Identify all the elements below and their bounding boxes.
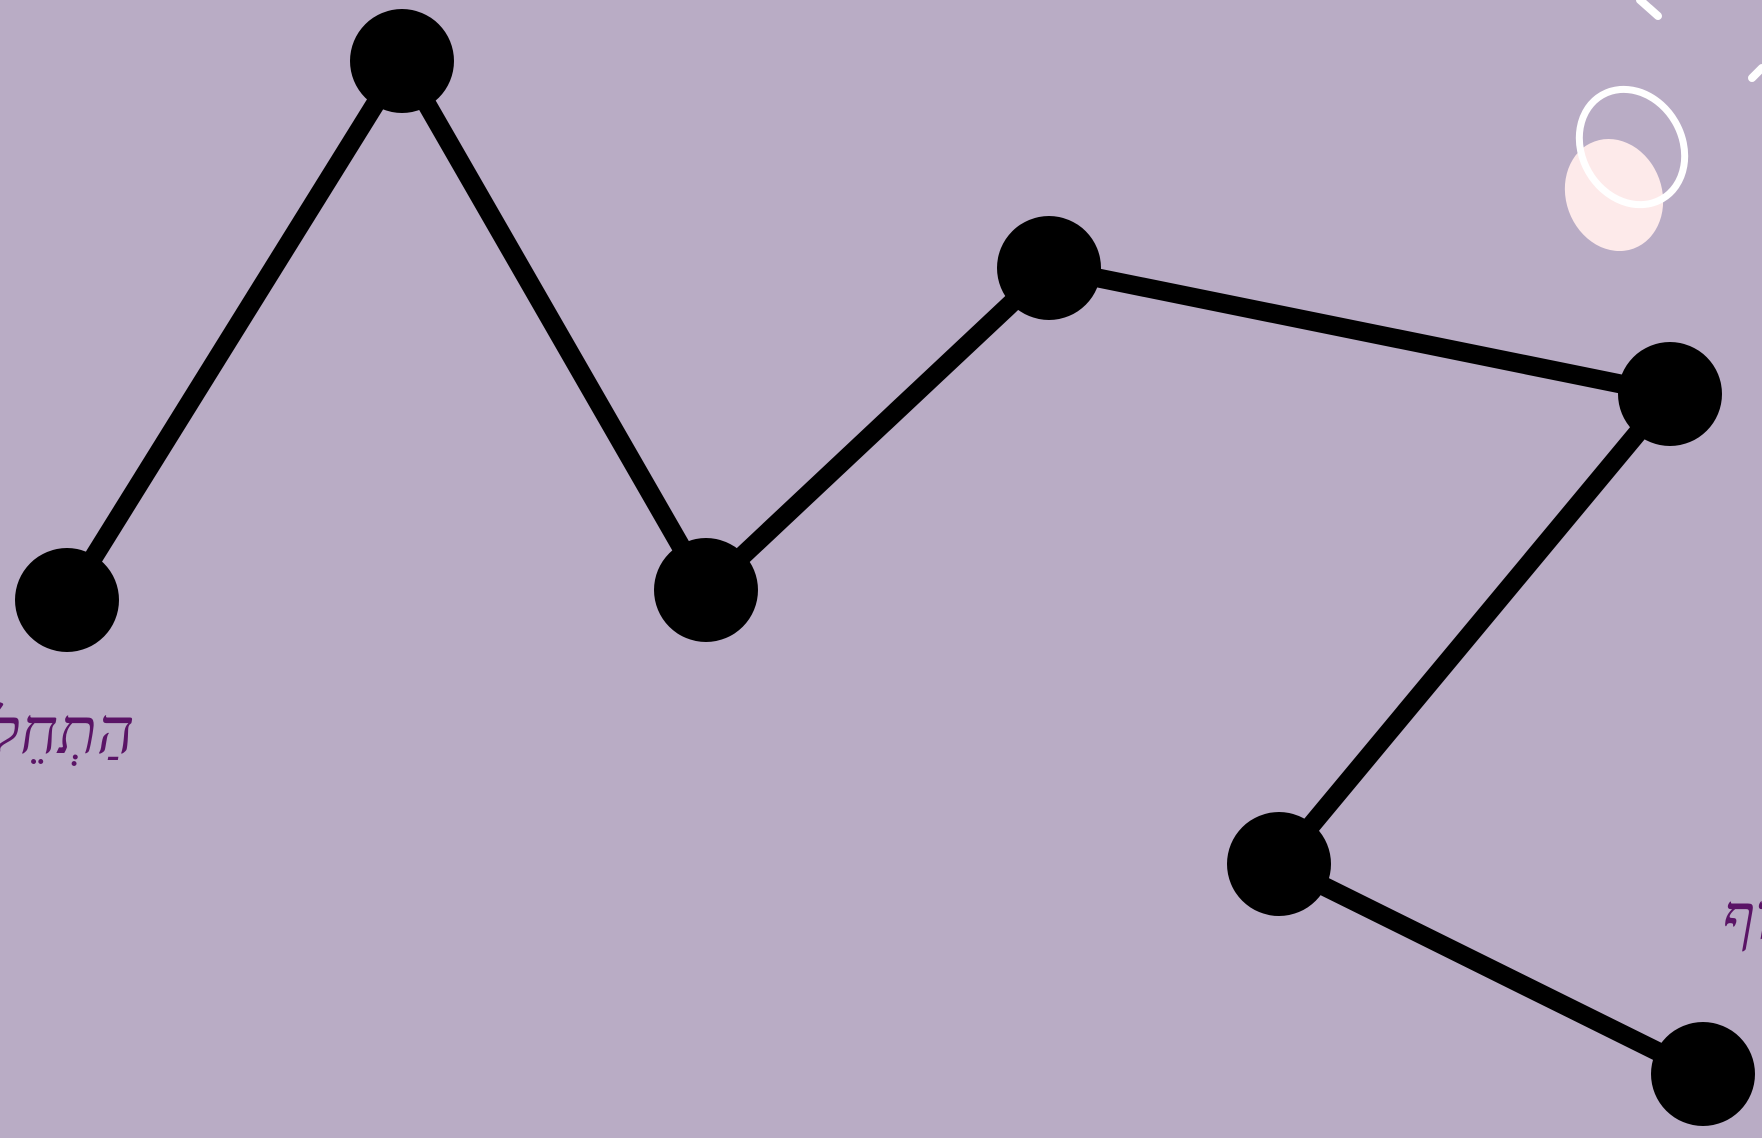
path-node-5[interactable] — [1618, 342, 1722, 446]
path-node-6[interactable] — [1227, 812, 1331, 916]
path-node-4[interactable] — [997, 216, 1101, 320]
start-label: הַתְחֵל — [0, 700, 134, 764]
path-segment — [402, 61, 706, 590]
sparkle-ring-icon — [1549, 0, 1762, 265]
end-label: סוֹף — [1722, 886, 1762, 950]
path-segment — [1279, 864, 1703, 1074]
path-segment — [67, 61, 402, 600]
path-node-7[interactable] — [1651, 1022, 1755, 1126]
path-edges — [67, 61, 1703, 1074]
path-segment — [1279, 394, 1670, 864]
path-node-2[interactable] — [350, 9, 454, 113]
path-node-3[interactable] — [654, 538, 758, 642]
path-node-1[interactable] — [15, 548, 119, 652]
path-nodes — [15, 9, 1755, 1126]
path-segment — [706, 268, 1049, 590]
path-segment — [1049, 268, 1670, 394]
